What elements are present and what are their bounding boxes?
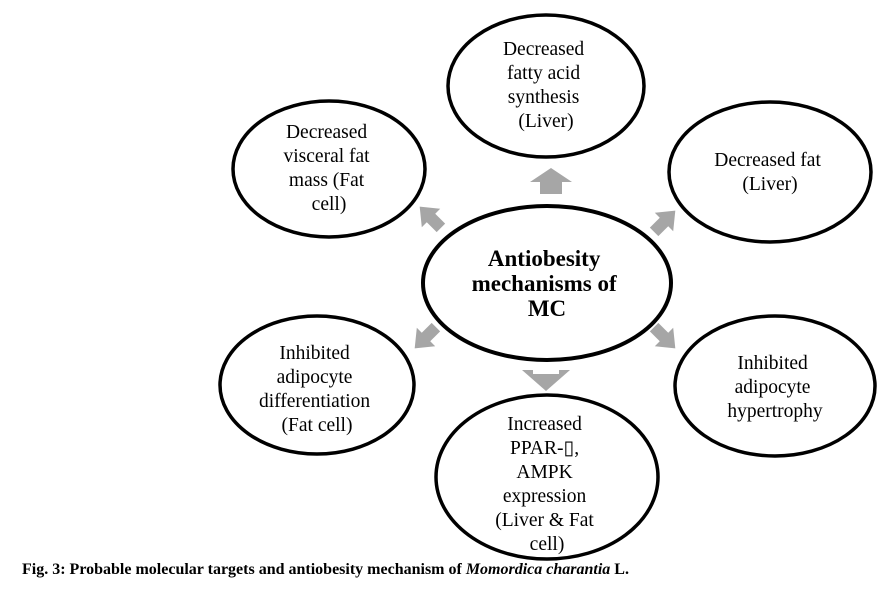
- arrow-lower-right: [649, 322, 676, 349]
- arrow-upper-right: [649, 210, 676, 237]
- caption-prefix: Fig. 3: Probable molecular targets and a…: [22, 561, 466, 578]
- node-bottom-line: (Liver & Fat: [495, 510, 594, 531]
- center-title-line: Antiobesity: [488, 246, 601, 271]
- node-top-line: (Liver): [518, 111, 573, 132]
- center-title: Antiobesity mechanisms of MC: [472, 246, 623, 321]
- node-upper-left-line: visceral fat: [284, 146, 371, 167]
- arrow-lower-left: [414, 322, 441, 349]
- ellipse-lower-left: [218, 314, 416, 456]
- node-lower-left-text: Inhibited adipocyte differentiation (Fat…: [259, 343, 375, 436]
- caption-species: Momordica charantia: [465, 561, 611, 578]
- arrow-up: [530, 168, 572, 194]
- node-lower-left-line: adipocyte: [277, 367, 353, 388]
- node-top-line: synthesis: [508, 87, 580, 108]
- node-top-text: Decreased fatty acid synthesis (Liver): [503, 39, 589, 132]
- node-lower-left-line: Inhibited: [279, 343, 350, 364]
- node-bottom-line: AMPK: [516, 462, 572, 483]
- node-lower-right-line: adipocyte: [735, 377, 811, 398]
- arrow-upper-left: [419, 206, 446, 233]
- arrows: [414, 168, 676, 391]
- node-upper-left-text: Decreased visceral fat mass (Fat cell): [284, 122, 375, 215]
- arrow-down: [522, 370, 570, 391]
- ellipse-lower-right: [673, 314, 877, 458]
- node-lower-right-line: hypertrophy: [727, 401, 823, 422]
- ellipse-center: [421, 204, 673, 362]
- center-title-line: mechanisms of: [472, 271, 617, 296]
- figure-caption: Fig. 3: Probable molecular targets and a…: [22, 561, 629, 579]
- node-lower-left-line: (Fat cell): [282, 415, 353, 436]
- node-lower-left-line: differentiation: [259, 391, 370, 412]
- node-bottom-text: Increased PPAR-▯, AMPK expression (Liver…: [495, 414, 598, 555]
- node-upper-right-line: (Liver): [742, 174, 797, 195]
- node-bottom-line: Increased: [507, 414, 582, 435]
- caption-suffix: L.: [610, 561, 629, 578]
- node-upper-right-line: Decreased fat: [714, 150, 821, 171]
- node-upper-left-line: Decreased: [286, 122, 367, 143]
- ellipse-upper-right: [667, 100, 873, 244]
- node-upper-right-text: Decreased fat (Liver): [714, 150, 826, 195]
- node-bottom-line: cell): [530, 534, 565, 555]
- ellipse-bottom: [434, 393, 660, 561]
- node-top-line: Decreased: [503, 39, 584, 60]
- node-upper-left-line: cell): [312, 194, 347, 215]
- node-bottom-line: PPAR-▯,: [510, 438, 579, 459]
- node-lower-right-text: Inhibited adipocyte hypertrophy: [727, 353, 823, 422]
- ellipse-top: [446, 13, 646, 159]
- ellipse-upper-left: [231, 99, 427, 239]
- node-upper-left-line: mass (Fat: [289, 170, 365, 191]
- node-top-line: fatty acid: [507, 63, 580, 84]
- outer-ellipses: [218, 13, 877, 561]
- node-bottom-line: expression: [503, 486, 587, 507]
- node-lower-right-line: Inhibited: [737, 353, 808, 374]
- center-title-line: MC: [528, 296, 566, 321]
